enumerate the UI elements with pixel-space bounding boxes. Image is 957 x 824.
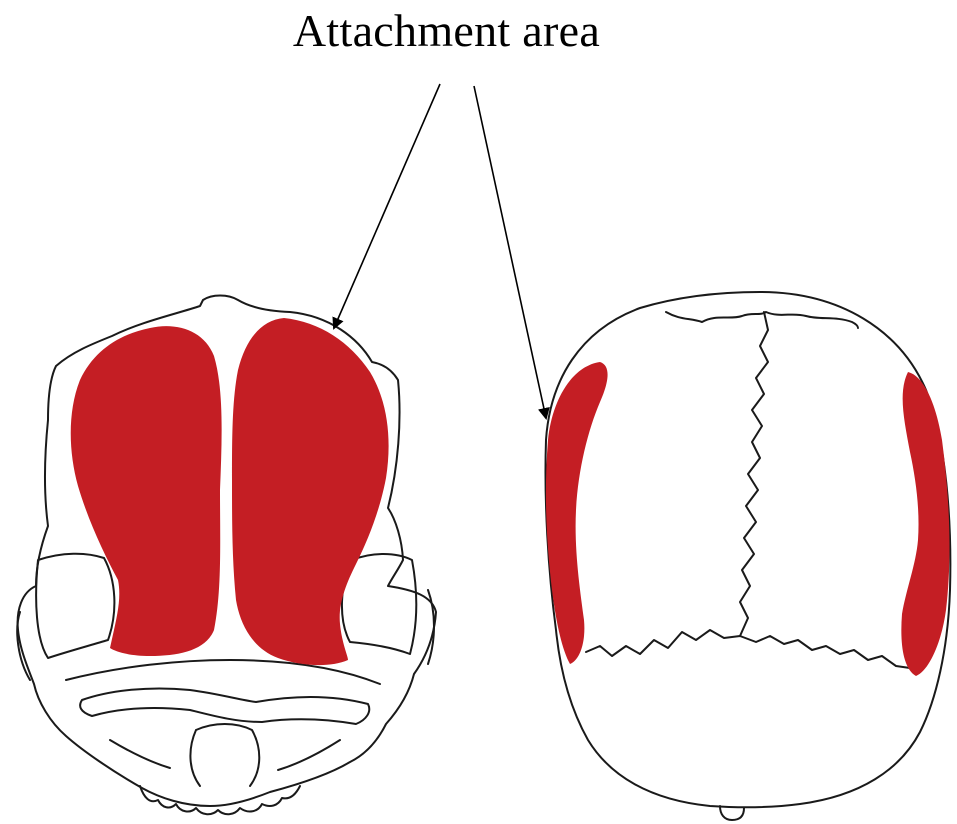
front-attachment-right <box>232 318 389 665</box>
top-skull-lambdoid-suture <box>586 630 910 668</box>
front-skull-inner-lines <box>110 740 340 770</box>
top-attachment-right <box>901 372 949 676</box>
front-skull-nasal <box>190 724 259 786</box>
front-skull <box>17 296 436 815</box>
front-skull-outline <box>18 296 436 807</box>
top-skull-sagittal-suture <box>740 312 768 636</box>
front-skull-palate <box>80 688 369 724</box>
top-skull-upper-suture <box>666 312 858 328</box>
front-attachment-regions <box>71 318 389 665</box>
arrow-to-front-skull <box>334 84 440 328</box>
front-attachment-left <box>71 326 222 656</box>
arrow-to-top-skull <box>474 86 546 418</box>
front-skull-left-cheek <box>36 554 114 658</box>
top-attachment-regions <box>546 362 950 676</box>
